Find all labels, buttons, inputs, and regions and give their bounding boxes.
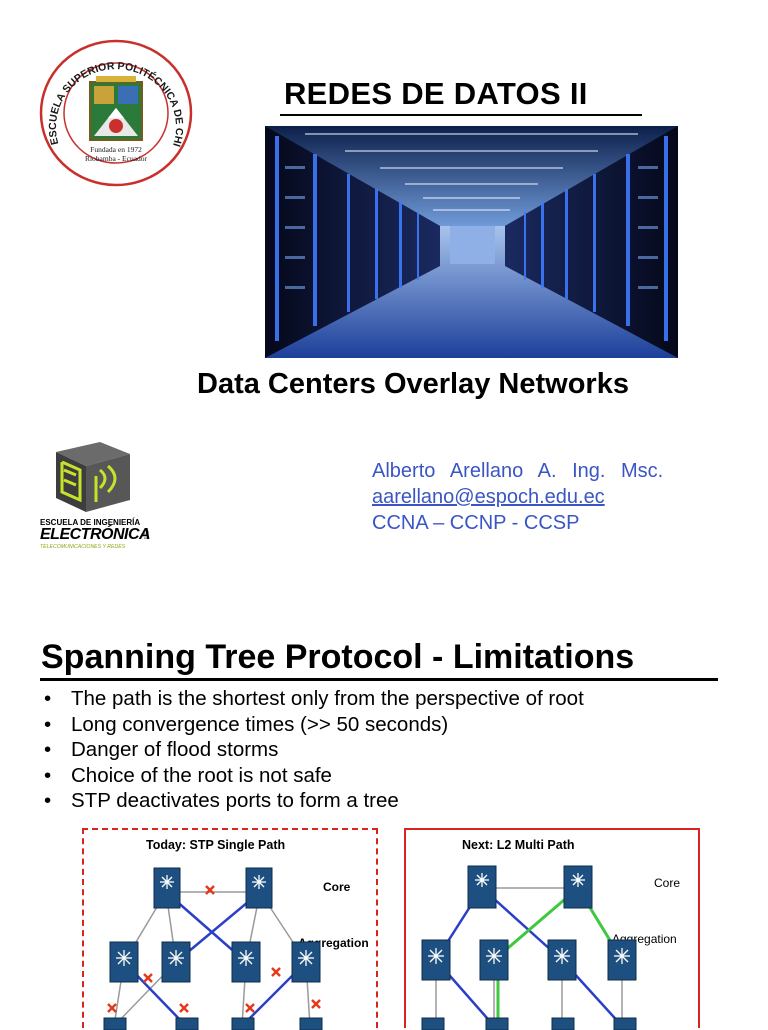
slide2-title-underline (40, 678, 718, 681)
diagram-title: Today: STP Single Path (146, 838, 286, 852)
electronica-school-logo: ESCUELA DE INGENIERÍA ELECTRÓNICA en TEL… (38, 440, 158, 556)
slide2-title: Spanning Tree Protocol - Limitations (41, 638, 635, 676)
data-center-photo (265, 126, 678, 358)
author-email-link[interactable]: aarellano@espoch.edu.ec (372, 486, 605, 508)
list-item: Danger of flood storms (44, 737, 584, 763)
list-item: The path is the shortest only from the p… (44, 686, 584, 712)
school-logo-en: en (141, 530, 151, 539)
author-certifications: CCNA – CCNP - CCSP (372, 512, 580, 534)
multipath-topology (421, 865, 637, 1030)
core-label: Core (323, 880, 351, 894)
title-underline (280, 114, 642, 116)
stp-topology (103, 867, 323, 1030)
svg-text:Fundada en 1972: Fundada en 1972 (90, 145, 142, 154)
limitations-list: The path is the shortest only from the p… (44, 686, 584, 814)
l2-multi-path-diagram: Next: L2 Multi Path Core Aggregation (404, 828, 700, 1030)
diagram-title: Next: L2 Multi Path (462, 838, 575, 852)
cube-antenna-icon (56, 442, 130, 512)
list-item: Choice of the root is not safe (44, 763, 584, 789)
stp-single-path-diagram: Today: STP Single Path Core Aggregation (82, 828, 378, 1030)
espoch-seal-logo: ESCUELA SUPERIOR POLITÉCNICA DE CHIMBORA… (38, 38, 193, 187)
school-logo-line1: ESCUELA DE INGENIERÍA (40, 518, 141, 527)
list-item: STP deactivates ports to form a tree (44, 788, 584, 814)
course-title: REDES DE DATOS II (284, 76, 588, 111)
author-name: Alberto Arellano A. Ing. Msc. (372, 460, 664, 482)
author-block: Alberto Arellano A. Ing. Msc. aarellano@… (372, 458, 663, 536)
school-logo-line2: ELECTRÓNICA (40, 526, 151, 543)
blocked-port-markers (107, 885, 321, 1013)
school-logo-line3: TELECOMUNICACIONES Y REDES (40, 544, 126, 550)
presentation-subtitle: Data Centers Overlay Networks (197, 368, 629, 400)
core-label: Core (654, 876, 681, 890)
svg-text:Riobamba - Ecuador: Riobamba - Ecuador (85, 154, 148, 163)
list-item: Long convergence times (>> 50 seconds) (44, 712, 584, 738)
